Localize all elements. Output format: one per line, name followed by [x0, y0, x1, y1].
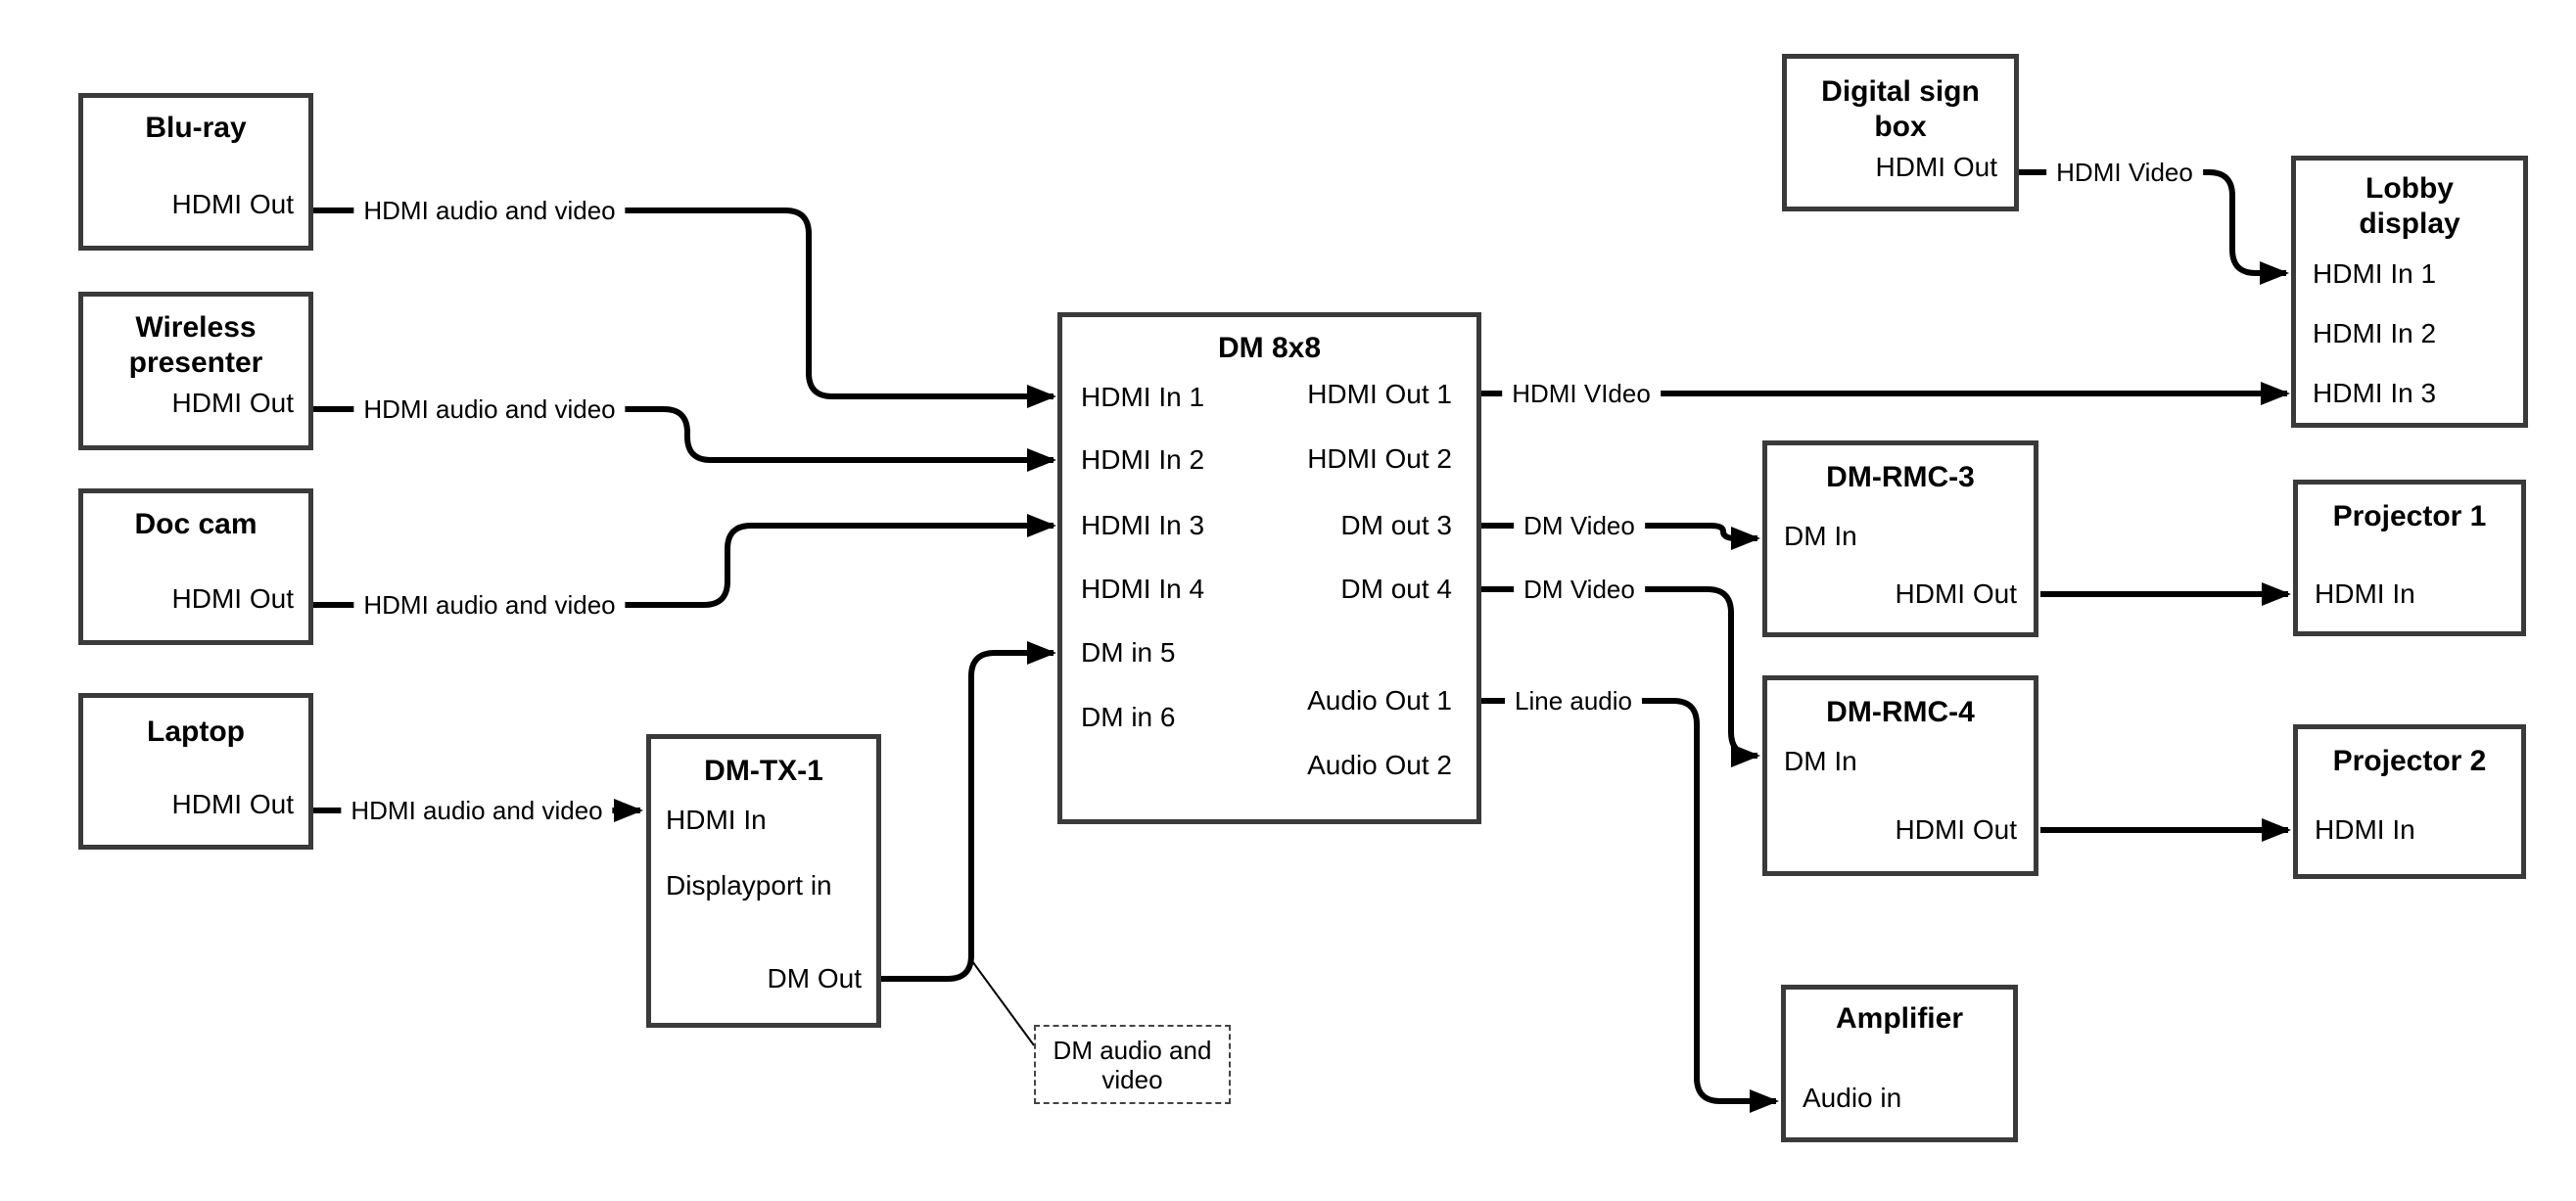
port-dm8x8-hdmi-in-1: HDMI In 1	[1081, 382, 1205, 412]
node-dm-rmc-4	[1762, 675, 2038, 876]
title-dm-rmc-3: DM-RMC-3	[1826, 461, 1975, 493]
port-laptop-hdmi-out: HDMI Out	[171, 789, 294, 819]
port-bluray-hdmi-out: HDMI Out	[171, 189, 294, 219]
port-dmtx1-displayport-in: Displayport in	[666, 870, 832, 901]
note-callout-line	[971, 960, 1035, 1046]
port-dm8x8-dm-out-4: DM out 4	[1340, 574, 1452, 604]
node-amplifier	[1781, 985, 2018, 1142]
node-projector-2	[2293, 724, 2526, 879]
title-digital-sign-box: Digital sign box	[1821, 75, 1980, 143]
wire-bluray-to-dm8x8-in1	[313, 208, 1056, 408]
wire-label-hdmi-video-out1: HDMI VIdeo	[1502, 379, 1661, 408]
port-dm8x8-audio-out-1: Audio Out 1	[1307, 685, 1452, 716]
title-dm-tx-1: DM-TX-1	[704, 755, 823, 787]
title-dm-8x8: DM 8x8	[1217, 332, 1322, 364]
node-dm-rmc-3	[1762, 440, 2038, 637]
port-lobby-hdmi-in-3: HDMI In 3	[2313, 378, 2437, 408]
port-dmrmc4-dm-in: DM In	[1784, 746, 1857, 776]
wire-label-laptop-hdmi-audio-video: HDMI audio and video	[341, 796, 613, 825]
note-text: DM audio and video	[1053, 1035, 1212, 1094]
wire-label-bluray-hdmi-audio-video: HDMI audio and video	[353, 196, 626, 225]
title-doc-cam: Doc cam	[134, 508, 258, 540]
port-digitalsign-hdmi-out: HDMI Out	[1875, 152, 1997, 182]
port-dm8x8-hdmi-in-2: HDMI In 2	[1081, 444, 1205, 475]
port-dm8x8-audio-out-2: Audio Out 2	[1307, 750, 1452, 780]
wire-label-doccam-hdmi-audio-video: HDMI audio and video	[353, 590, 626, 620]
node-wireless-presenter	[78, 292, 313, 450]
title-projector-1: Projector 1	[2332, 500, 2487, 532]
port-amplifier-audio-in: Audio in	[1803, 1083, 1902, 1113]
port-dm8x8-hdmi-in-3: HDMI In 3	[1081, 510, 1205, 540]
node-doc-cam	[78, 488, 313, 645]
title-dm-rmc-4: DM-RMC-4	[1826, 696, 1975, 728]
wire-dm8x8-out4-to-dmrmc4	[1481, 586, 1760, 767]
note-dm-audio-and-video: DM audio and video	[1034, 1025, 1231, 1104]
wire-label-line-audio: Line audio	[1505, 686, 1642, 716]
port-dmtx1-dm-out: DM Out	[767, 963, 862, 993]
port-wireless-hdmi-out: HDMI Out	[171, 388, 294, 418]
wire-label-dm-video-out4: DM Video	[1514, 575, 1645, 604]
node-dm-tx-1	[646, 734, 881, 1028]
wire-label-dm-video-out3: DM Video	[1514, 511, 1645, 540]
port-lobby-hdmi-in-1: HDMI In 1	[2313, 258, 2437, 289]
node-dm-8x8	[1057, 312, 1481, 824]
title-lobby-display: Lobby display	[2359, 172, 2460, 240]
wire-dm8x8-out3-to-dmrmc3	[1481, 523, 1760, 550]
port-dmtx1-hdmi-in: HDMI In	[666, 805, 767, 835]
wire-dmtx1-to-dm8x8-in5	[881, 641, 1056, 982]
port-dm8x8-dm-in-5: DM in 5	[1081, 637, 1176, 668]
port-proj1-hdmi-in: HDMI In	[2315, 578, 2415, 609]
port-dm8x8-hdmi-out-1: HDMI Out 1	[1307, 379, 1452, 409]
port-dm8x8-dm-out-3: DM out 3	[1340, 510, 1452, 540]
wire-digitalsign-to-lobby-in1	[2019, 169, 2289, 285]
port-dm8x8-dm-in-6: DM in 6	[1081, 702, 1176, 732]
node-lobby-display	[2291, 156, 2528, 428]
port-lobby-hdmi-in-2: HDMI In 2	[2313, 318, 2437, 348]
node-digital-sign-box	[1782, 54, 2019, 211]
title-projector-2: Projector 2	[2332, 745, 2487, 777]
port-doccam-hdmi-out: HDMI Out	[171, 583, 294, 614]
wire-dm8x8-aout1-to-amplifier	[1481, 698, 1779, 1113]
port-dm8x8-hdmi-in-4: HDMI In 4	[1081, 574, 1205, 604]
node-projector-1	[2293, 480, 2526, 636]
title-laptop: Laptop	[147, 716, 245, 748]
port-dmrmc3-dm-in: DM In	[1784, 521, 1857, 551]
port-dm8x8-hdmi-out-2: HDMI Out 2	[1307, 443, 1452, 474]
title-bluray: Blu-ray	[145, 112, 247, 144]
wire-label-wireless-hdmi-audio-video: HDMI audio and video	[353, 394, 626, 424]
title-amplifier: Amplifier	[1835, 1002, 1964, 1035]
port-proj2-hdmi-in: HDMI In	[2315, 814, 2415, 845]
title-wireless-presenter: Wireless presenter	[128, 311, 263, 379]
wire-label-hdmi-video-digitalsign: HDMI Video	[2046, 158, 2203, 187]
wire-wireless-to-dm8x8-in2	[313, 406, 1056, 472]
port-dmrmc3-hdmi-out: HDMI Out	[1895, 578, 2017, 609]
node-bluray	[78, 93, 313, 251]
node-laptop	[78, 693, 313, 850]
port-dmrmc4-hdmi-out: HDMI Out	[1895, 814, 2017, 845]
wire-doccam-to-dm8x8-in3	[313, 514, 1056, 608]
